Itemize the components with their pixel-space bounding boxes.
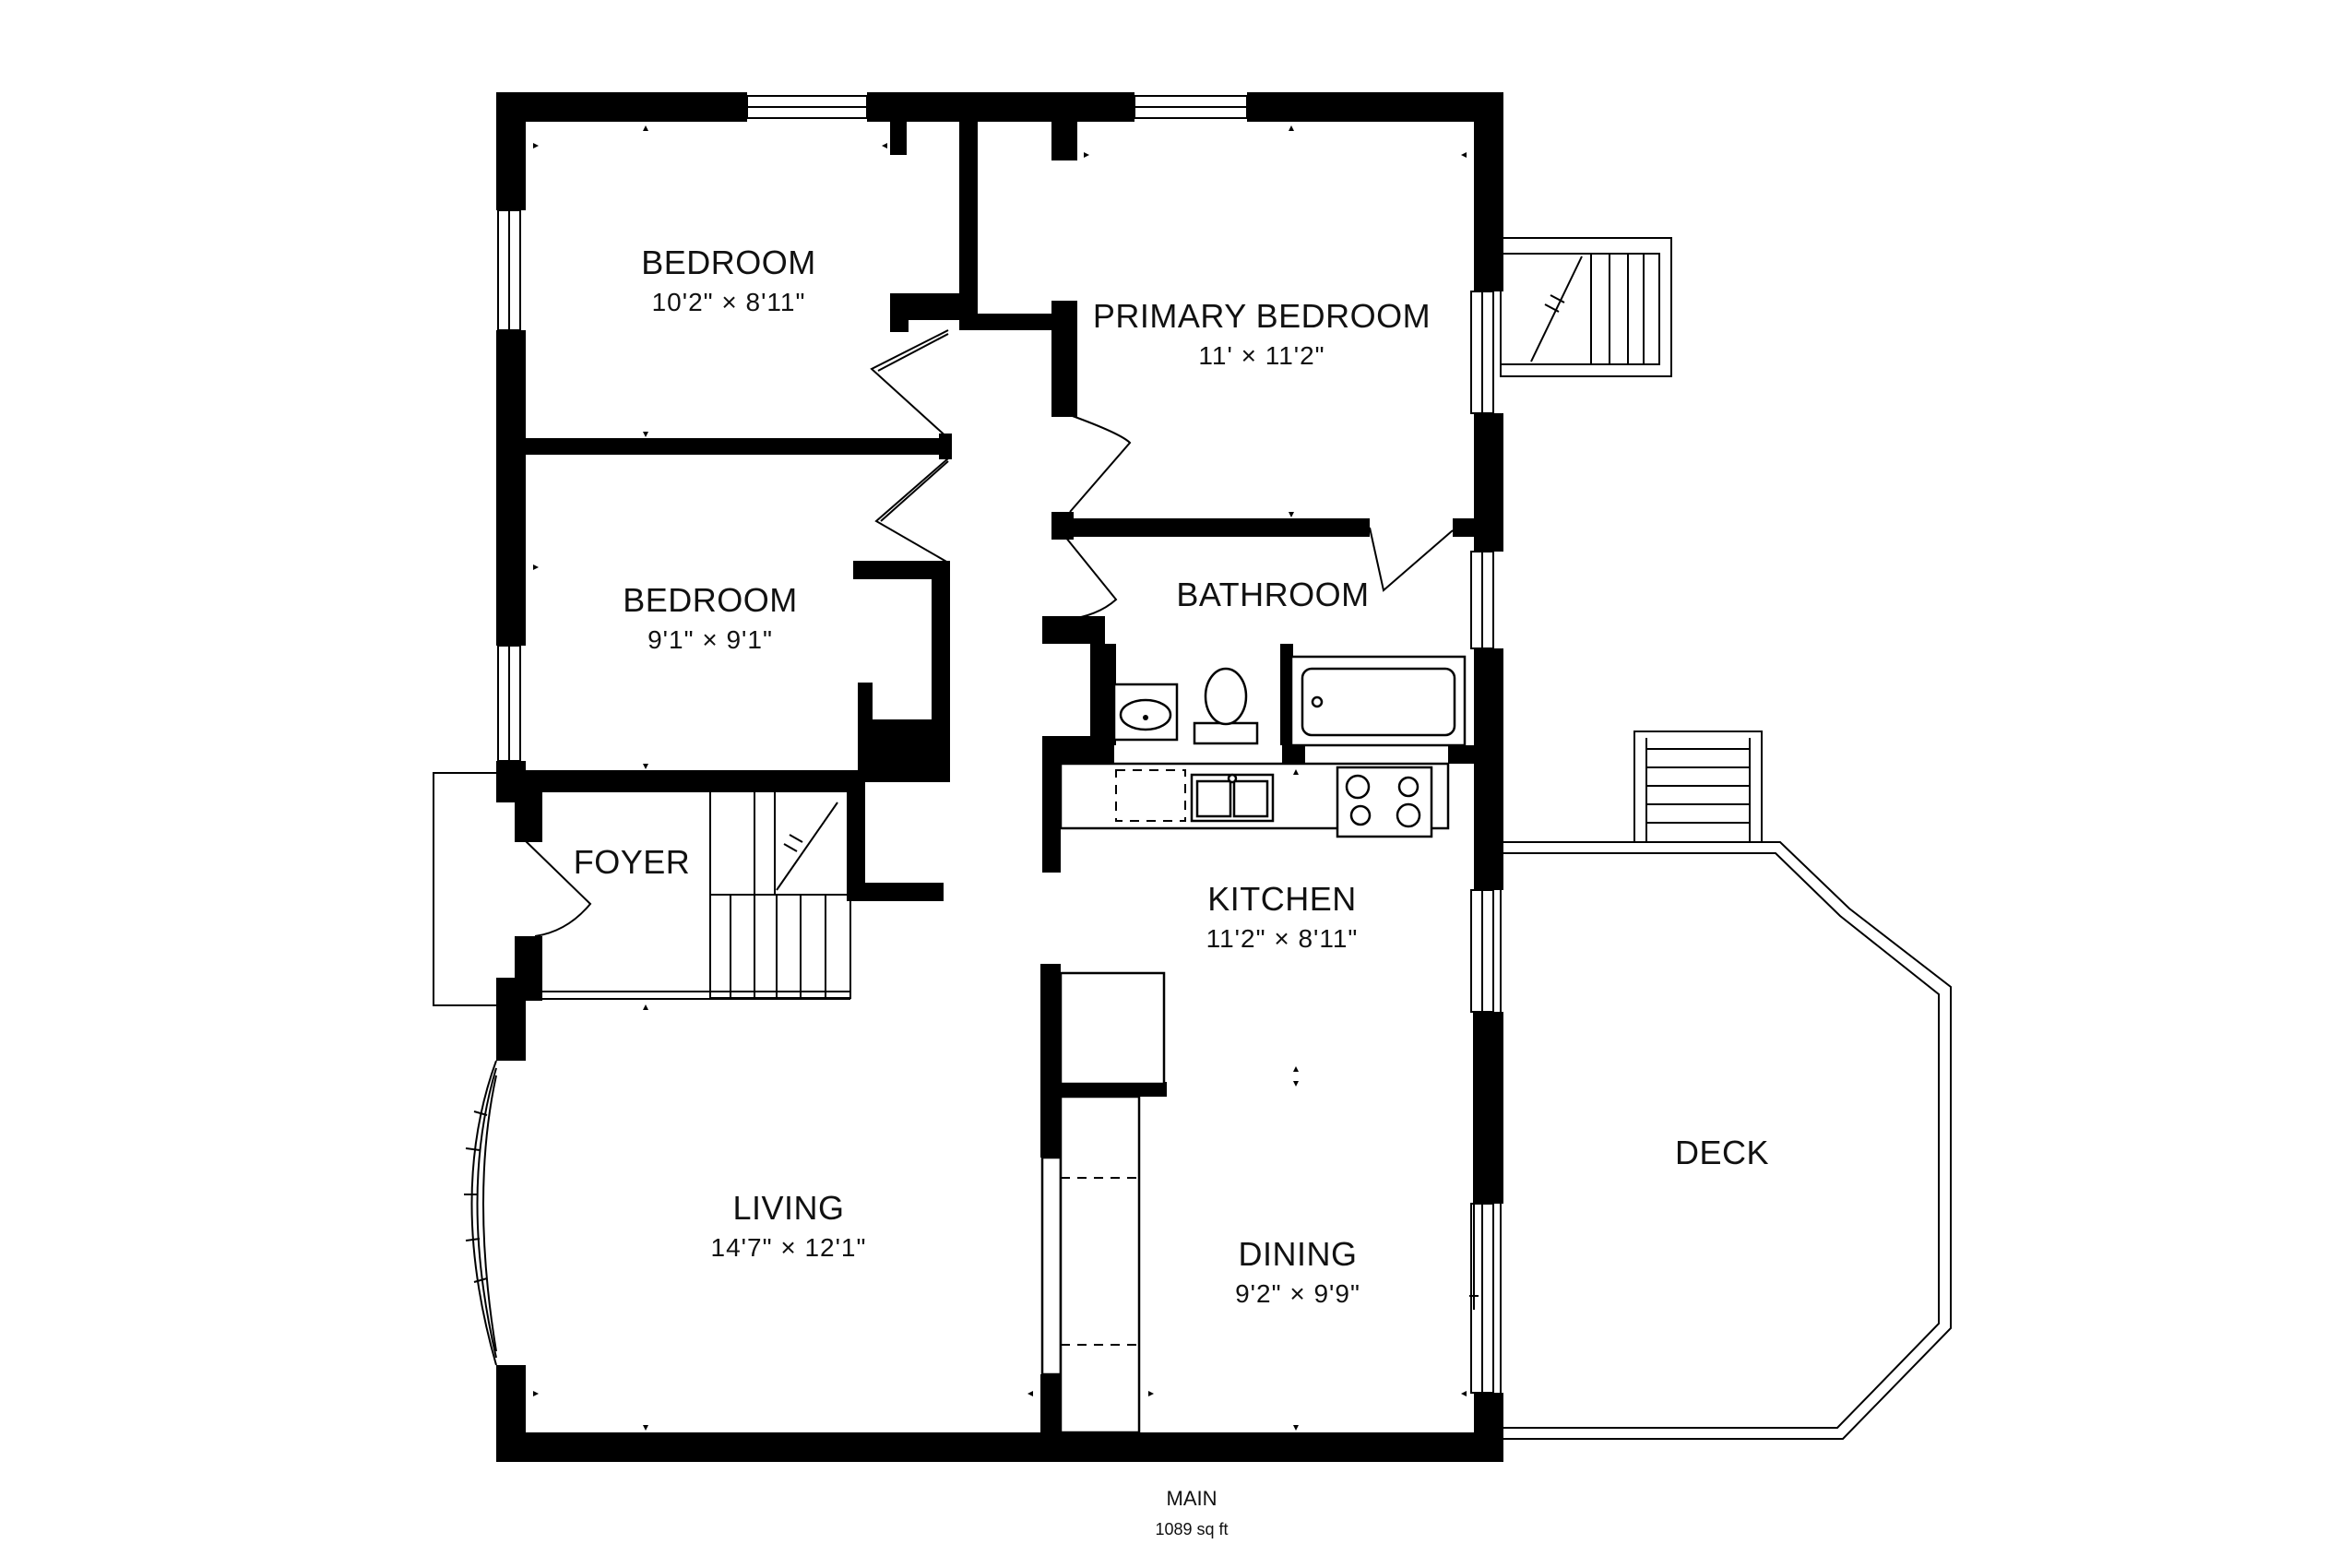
floor-area: 1089 sq ft	[1155, 1520, 1228, 1538]
dining-name: DINING	[1239, 1235, 1358, 1273]
exterior-walls	[496, 92, 1503, 1462]
deck-stairs	[1645, 738, 1751, 842]
bathroom-name: BATHROOM	[1176, 576, 1369, 613]
windows	[464, 95, 1494, 1394]
living-name: LIVING	[732, 1189, 844, 1227]
doors	[525, 329, 1454, 937]
room-labels: BEDROOM 10'2" × 8'11" PRIMARY BEDROOM 11…	[574, 244, 1769, 1308]
foyer-stoop	[433, 772, 496, 1006]
dining-dims: 9'2" × 9'9"	[1235, 1279, 1360, 1308]
kitchen-dims: 11'2" × 8'11"	[1206, 924, 1359, 953]
bedroom2-dims: 9'1" × 9'1"	[647, 625, 773, 654]
kitchen-fixtures	[1040, 762, 1479, 1434]
interior-stairs	[542, 790, 851, 1000]
deck-structure	[1500, 731, 1952, 1440]
bedroom1-name: BEDROOM	[641, 244, 816, 281]
primary-bedroom-dims: 11' × 11'2"	[1198, 341, 1324, 370]
bedroom1-dims: 10'2" × 8'11"	[652, 288, 806, 316]
bathroom-fixtures	[1112, 655, 1467, 747]
deck-name: DECK	[1675, 1134, 1769, 1171]
interior-walls	[496, 122, 1485, 1434]
primary-bedroom-name: PRIMARY BEDROOM	[1093, 297, 1431, 335]
measurement-markers	[533, 125, 1467, 1431]
living-dims: 14'7" × 12'1"	[711, 1233, 867, 1262]
bedroom2-name: BEDROOM	[623, 581, 798, 619]
foyer-name: FOYER	[574, 843, 691, 881]
back-stairs	[1500, 237, 1672, 377]
floor-name: MAIN	[1167, 1487, 1218, 1510]
kitchen-name: KITCHEN	[1207, 880, 1357, 918]
floor-caption: MAIN 1089 sq ft	[1155, 1487, 1228, 1538]
